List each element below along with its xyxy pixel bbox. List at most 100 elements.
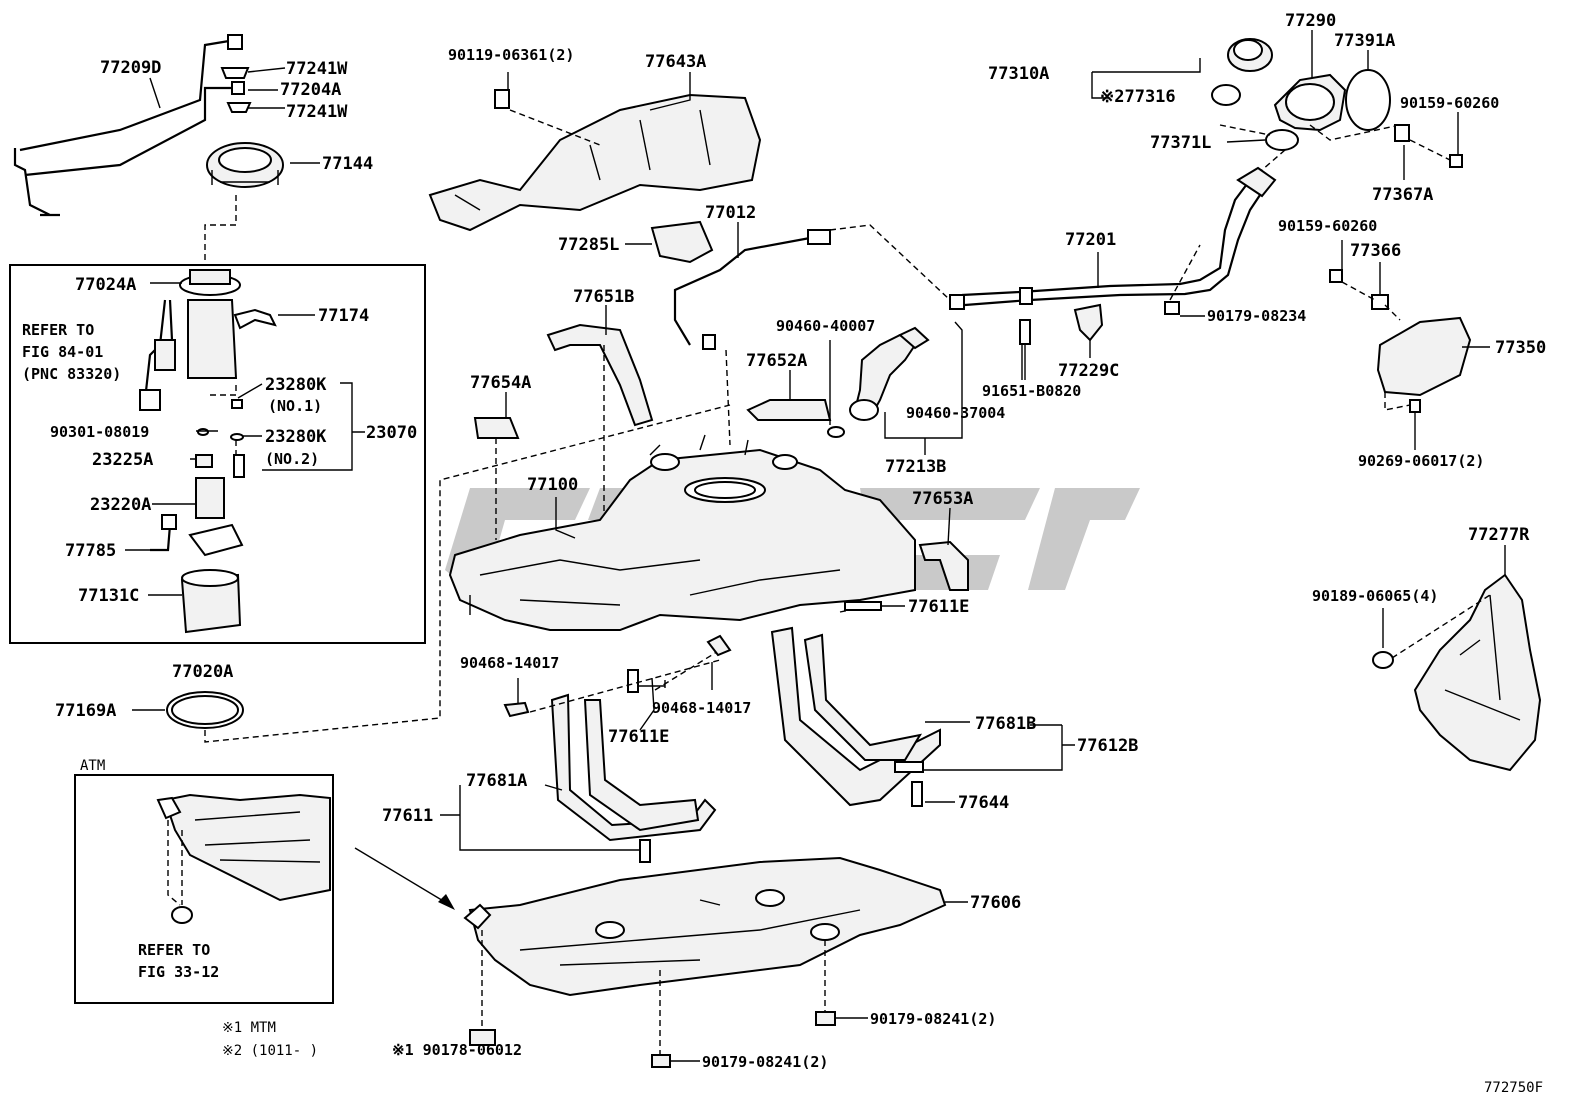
label-90179-08241-b: 90179-08241(2) [870, 1010, 996, 1028]
label-77100: 77100 [527, 475, 578, 495]
fuel-tube-77209D [13, 34, 252, 217]
label-90460-37004: 90460-37004 [906, 404, 1005, 422]
pad-77654A [473, 417, 520, 439]
label-77651B: 77651B [573, 287, 634, 307]
label-77681A: 77681A [466, 771, 527, 791]
label-77644: 77644 [958, 793, 1009, 813]
label-77277R: 77277R [1468, 525, 1530, 545]
label-77785: 77785 [65, 541, 116, 561]
arrow-head [438, 894, 455, 910]
label-77366: 77366 [1350, 241, 1401, 261]
label-77611E-b: 77611E [608, 727, 669, 747]
label-90468-a: 90468-14017 [460, 654, 559, 672]
tube-77012 [673, 229, 831, 350]
label-77169A: 77169A [55, 701, 116, 721]
label-90179-08234: 90179-08234 [1207, 307, 1306, 325]
label-77611: 77611 [382, 806, 433, 826]
fuel-lid-77350 [1329, 240, 1472, 413]
label-77204A: 77204A [280, 80, 341, 100]
label-refer-fig33-2: FIG 33-12 [138, 963, 219, 981]
label-77209D: 77209D [100, 58, 161, 78]
note-1: ※1 MTM [222, 1020, 276, 1036]
fuel-cap-77310A [1211, 38, 1273, 106]
lock-ring-77144 [206, 142, 284, 188]
bolt-77644 [911, 781, 923, 807]
label-90159-a: 90159-60260 [1400, 94, 1499, 112]
label-23225A: 23225A [92, 450, 153, 470]
protector-77606 [463, 856, 947, 997]
label-77681B: 77681B [975, 714, 1036, 734]
clip-90468-b [706, 634, 732, 657]
protector-77643A [428, 89, 762, 232]
nut-90179-b [815, 1011, 836, 1026]
label-23070: 23070 [366, 423, 417, 443]
clamp-77285L [650, 220, 714, 264]
guide-bolt-90119 [509, 109, 601, 146]
bolt-77611E-a [844, 601, 882, 611]
leaders-top-left [149, 67, 320, 164]
label-77367A: 77367A [1372, 185, 1433, 205]
clip-90468-a [503, 701, 530, 718]
label-refer-fig84-3: (PNC 83320) [22, 365, 121, 383]
filler-pipe-77201 [949, 166, 1277, 315]
label-77612B: 77612B [1077, 736, 1138, 756]
label-77371L: 77371L [1150, 133, 1211, 153]
label-91651: 91651-B0820 [982, 382, 1081, 400]
label-atm: ATM [80, 758, 105, 774]
pointer-arrow [354, 847, 451, 906]
label-77653A: 77653A [912, 489, 973, 509]
label-90269: 90269-06017(2) [1358, 452, 1484, 470]
callout-labels: 77209D 77241W 77204A 77241W 77144 77024A… [22, 11, 1546, 1096]
strap-77681A [550, 693, 717, 863]
bracket-77277R [1372, 573, 1542, 772]
leaders-pump [125, 282, 365, 711]
nut-90179-a [651, 1054, 671, 1068]
label-77391A: 77391A [1334, 31, 1395, 51]
label-77290: 77290 [1285, 11, 1336, 31]
pump-assembly-box [9, 264, 426, 644]
label-no1: (NO.1) [268, 397, 322, 415]
label-90179-08241-a: 90179-08241(2) [702, 1053, 828, 1071]
fuel-pump-assembly [139, 269, 277, 634]
label-77310A: 77310A [988, 64, 1049, 84]
label-77350: 77350 [1495, 338, 1546, 358]
label-77131C: 77131C [78, 586, 139, 606]
strap-77681B [770, 626, 941, 807]
label-90119: 90119-06361(2) [448, 46, 574, 64]
pad-77653A [918, 540, 969, 591]
label-77652A: 77652A [746, 351, 807, 371]
pad-77652A [746, 399, 832, 421]
label-77316: ※277316 [1100, 87, 1176, 107]
label-refer-fig33-1: REFER TO [138, 941, 210, 959]
bracket-77229C [1073, 303, 1104, 342]
label-77012: 77012 [705, 203, 756, 223]
label-90468-b: 90468-14017 [652, 699, 751, 717]
atm-inset-box [74, 774, 334, 1004]
label-77213B: 77213B [885, 457, 946, 477]
bolt-91651 [1019, 319, 1031, 345]
diagram-id: 772750F [1484, 1080, 1543, 1096]
label-23220A: 23220A [90, 495, 151, 515]
label-90460-40007: 90460-40007 [776, 317, 875, 335]
label-refer-fig84-2: FIG 84-01 [22, 343, 103, 361]
label-77606: 77606 [970, 893, 1021, 913]
label-77241W-a: 77241W [286, 59, 348, 79]
label-77654A: 77654A [470, 373, 531, 393]
label-77285L: 77285L [558, 235, 619, 255]
note-2: ※2 (1011- ) [222, 1043, 318, 1059]
atm-protector-inset [156, 793, 331, 924]
label-77611E-a: 77611E [908, 597, 969, 617]
label-no2: (NO.2) [265, 450, 319, 468]
band-77651B [546, 323, 654, 427]
fuel-tank-77100 [448, 434, 916, 631]
label-90178: ※1 90178-06012 [392, 1041, 522, 1059]
label-77241W-b: 77241W [286, 102, 348, 122]
bolt-77611E-b [627, 669, 639, 693]
label-90301: 90301-08019 [50, 423, 149, 441]
label-90159-b: 90159-60260 [1278, 217, 1377, 235]
label-77201: 77201 [1065, 230, 1116, 250]
label-77144: 77144 [322, 154, 373, 174]
label-77229C: 77229C [1058, 361, 1119, 381]
filler-housing-77290 [1265, 69, 1391, 151]
